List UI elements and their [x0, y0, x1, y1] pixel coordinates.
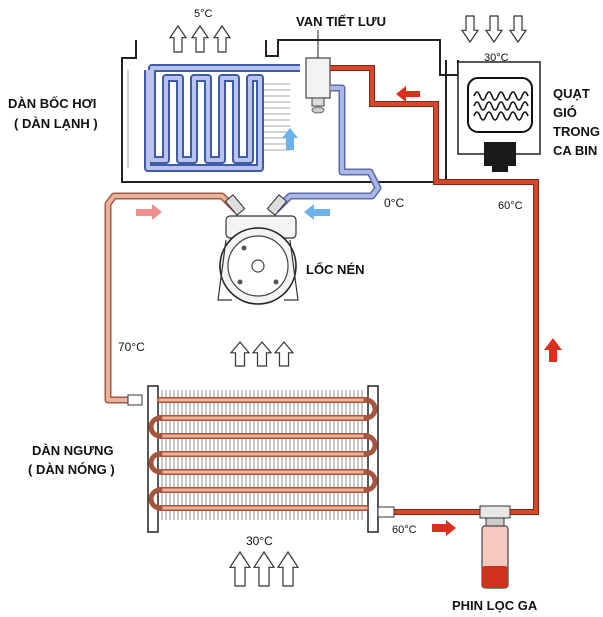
fan-label-line1: QUẠT — [553, 86, 590, 101]
flow-arrow-evaporator-up — [282, 128, 298, 150]
condenser-air-out-arrow-3 — [273, 341, 295, 367]
fan-label-line3: TRONG — [553, 124, 600, 139]
evaporator-air-out-arrow-2 — [190, 24, 210, 53]
evaporator-label-line2: ( DÀN LẠNH ) — [14, 116, 98, 131]
filter-drier — [479, 505, 511, 589]
cabin-housing — [121, 39, 459, 183]
condenser-tubes — [148, 397, 378, 511]
temp-suction: 0°C — [384, 196, 405, 210]
fan-air-in-arrow-1 — [460, 15, 480, 44]
fan-blades — [473, 91, 529, 121]
fan-label-line2: GIÓ — [553, 105, 577, 120]
discharge-line — [104, 192, 239, 404]
evaporator-air-out-arrow-3 — [212, 24, 232, 53]
fan-label-line4: CA BIN — [553, 143, 598, 158]
temp-condenser-air: 30°C — [246, 534, 273, 548]
flow-arrows — [136, 86, 562, 536]
expansion-valve-label: VAN TIẾT LƯU — [296, 14, 386, 29]
flow-arrow-condenser-out — [432, 520, 456, 536]
compressor-label: LỐC NÉN — [306, 262, 365, 277]
condenser-air-in-arrow-2 — [252, 550, 276, 587]
flow-arrow-high-side-top — [396, 86, 420, 102]
condenser-label-line2: ( DÀN NÓNG ) — [28, 462, 115, 477]
evaporator-coil — [127, 64, 300, 172]
condenser-label-line1: DÀN NGƯNG — [32, 443, 114, 458]
evaporator-air-out-arrow-1 — [168, 24, 188, 53]
flow-arrow-right-up — [544, 338, 562, 362]
evaporator-fins — [127, 70, 290, 168]
temp-condenser-out: 60°C — [392, 524, 417, 536]
cabin-fan — [457, 61, 541, 172]
flow-arrow-discharge — [136, 204, 162, 220]
filter-label: PHIN LỌC GA — [452, 598, 538, 613]
temp-discharge: 70°C — [118, 340, 145, 354]
condenser-air-in-arrow-1 — [228, 550, 252, 587]
air-flow-arrows — [168, 15, 528, 587]
condenser-air-out-arrow-1 — [229, 341, 251, 367]
evaporator-label-line1: DÀN BỐC HƠI — [8, 96, 97, 111]
flow-arrow-suction — [304, 204, 330, 220]
temp-evaporator-out: 5°C — [194, 8, 213, 20]
fan-air-in-arrow-3 — [508, 15, 528, 44]
temp-high-side: 60°C — [498, 200, 523, 212]
temp-fan-in: 30°C — [484, 52, 509, 64]
condenser-air-out-arrow-2 — [251, 341, 273, 367]
fan-air-in-arrow-2 — [484, 15, 504, 44]
condenser-air-in-arrow-3 — [276, 550, 300, 587]
expansion-valve — [305, 30, 331, 114]
compressor — [217, 194, 299, 305]
condenser — [127, 385, 395, 533]
